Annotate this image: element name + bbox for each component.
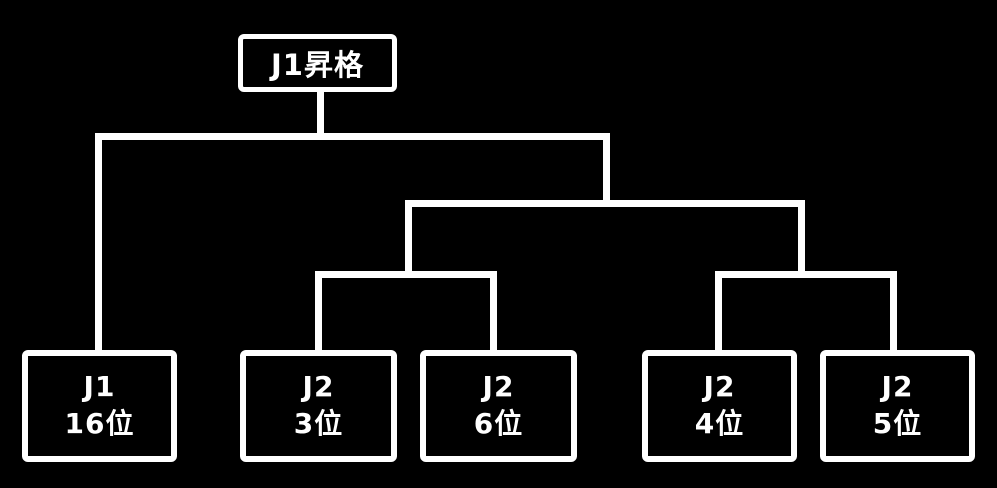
root-node-label: J1昇格 (271, 48, 364, 82)
team-rank: 5位 (872, 407, 923, 440)
connector-drop-j1-16 (95, 133, 102, 354)
team-node-j2-3: J2 3位 (240, 350, 397, 462)
root-node-j1-promotion: J1昇格 (238, 34, 397, 92)
connector-drop-j2-4 (715, 271, 722, 354)
team-league: J2 (302, 370, 335, 404)
team-node-j2-6: J2 6位 (420, 350, 577, 462)
team-node-j1-16: J1 16位 (22, 350, 177, 462)
team-league: J2 (482, 370, 515, 404)
connector-drop-j2-5 (890, 271, 897, 354)
team-rank: 6位 (473, 407, 524, 440)
connector-drop-right-pair (798, 200, 805, 278)
team-league: J1 (83, 370, 116, 404)
connector-drop-j2-3 (315, 271, 322, 354)
team-node-j2-4: J2 4位 (642, 350, 797, 462)
connector-semifinal-rail (405, 200, 805, 207)
connector-drop-semifinal (603, 133, 610, 207)
connector-left-pair-rail (315, 271, 497, 278)
team-rank: 4位 (694, 407, 745, 440)
team-rank: 16位 (64, 407, 135, 440)
connector-final-rail (95, 133, 610, 140)
connector-right-pair-rail (715, 271, 897, 278)
connector-drop-j2-6 (490, 271, 497, 354)
team-league: J2 (703, 370, 736, 404)
team-node-j2-5: J2 5位 (820, 350, 975, 462)
team-rank: 3位 (293, 407, 344, 440)
connector-drop-left-pair (405, 200, 412, 278)
team-league: J2 (881, 370, 914, 404)
connector-root-stem (317, 90, 324, 140)
